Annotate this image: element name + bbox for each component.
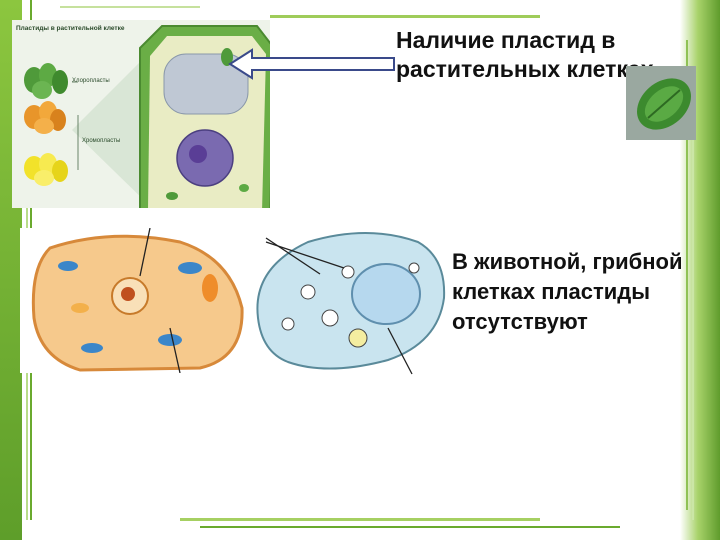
right-accent-line	[686, 40, 688, 510]
body-text: В животной, грибной клетках пластиды отс…	[452, 249, 683, 334]
chloroplast-cluster	[24, 63, 68, 99]
slide-title: Наличие пластид в растительных клетках	[396, 27, 654, 82]
label-chromoplasts: Хромопласты	[82, 138, 121, 144]
bottom-accent-line	[180, 518, 540, 521]
plant-cell-illustration	[24, 25, 270, 208]
chloroplast-closeup	[626, 66, 696, 140]
label-chloroplasts: Хлоропласты	[72, 78, 110, 84]
fungal-cell-illustration	[256, 232, 446, 375]
animal-cell-illustration	[20, 228, 248, 373]
bottom-accent-line-2	[200, 526, 620, 528]
top-accent-line-2	[60, 6, 200, 8]
plant-cell-diagram: Пластиды в растительной клетке	[12, 20, 270, 208]
top-accent-line	[270, 15, 540, 18]
chromoplast-cluster	[24, 101, 66, 134]
right-accent-line-2	[692, 80, 694, 520]
plant-diagram-heading: Пластиды в растительной клетке	[16, 25, 125, 32]
yellow-plastid-cluster	[24, 153, 68, 186]
pointer-arrow	[228, 48, 395, 80]
